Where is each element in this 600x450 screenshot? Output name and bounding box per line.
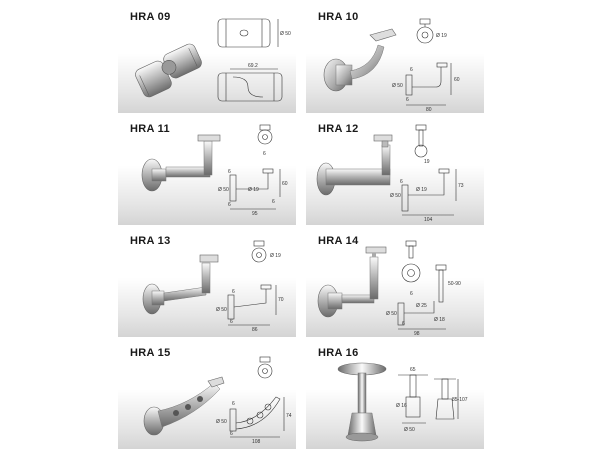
product-card-hra13: HRA 13 Ø 19 6 Ø 50 70 6 86: [118, 229, 296, 337]
technical-drawing-top: [217, 18, 279, 48]
product-code: HRA 12: [318, 123, 359, 135]
product-photo: [323, 28, 397, 92]
product-code: HRA 14: [318, 235, 359, 247]
product-photo: [141, 134, 221, 192]
product-photo: [143, 376, 225, 436]
dim-label: 86: [252, 327, 258, 333]
dim-label: 6: [410, 291, 413, 297]
dim-label: Ø 19: [270, 253, 281, 259]
technical-drawing-front: [398, 374, 428, 424]
product-illustration: 19 Ø 50 Ø 19 73 6 104: [316, 124, 464, 223]
dim-label: 85-107: [452, 397, 468, 403]
technical-drawing-side: [229, 396, 285, 438]
dim-label: Ø 18: [434, 317, 445, 323]
dim-label: Ø 50: [280, 31, 291, 37]
technical-drawing-side: [401, 168, 457, 216]
technical-drawing-side: [405, 62, 452, 106]
dim-label: 74: [286, 413, 292, 419]
dim-label: 6: [410, 67, 413, 73]
dim-label: 65: [410, 367, 416, 373]
technical-drawing-top: [257, 356, 273, 379]
product-code: HRA 11: [130, 123, 170, 135]
dim-label: 108: [252, 439, 261, 445]
technical-drawing-side: [434, 378, 459, 420]
product-illustration: Ø 19 Ø 50 6 6 60 80: [323, 18, 460, 113]
dim-label: 6: [400, 179, 403, 185]
product-illustration: Ø 50 69.2: [135, 18, 291, 102]
product-card-hra14: HRA 14 6 Ø 50 Ø 25 50-90 Ø 18 6: [306, 229, 484, 337]
product-illustration: 6 6 Ø 50 6 Ø 19 60 6 95: [141, 124, 288, 217]
dim-label: Ø 19: [416, 187, 427, 193]
dim-label: Ø 50: [404, 427, 415, 433]
product-photo: [316, 134, 393, 196]
technical-drawing-top: [414, 124, 428, 158]
product-card-hra09: HRA 09 Ø 50 69.2: [118, 5, 296, 113]
dim-label: 6: [230, 319, 233, 325]
dim-label: Ø 25: [416, 303, 427, 309]
technical-drawing-side: [227, 284, 277, 326]
dim-label: 69.2: [248, 63, 258, 69]
dim-label: 60: [454, 77, 460, 83]
product-card-hra12: HRA 12 19 Ø 50 Ø 19 73 6 104: [306, 117, 484, 225]
dim-label: 6: [402, 321, 405, 327]
product-photo: [142, 254, 219, 315]
product-illustration: 6 Ø 50 74 6 108: [143, 356, 292, 445]
product-illustration: 6 Ø 50 Ø 25 50-90 Ø 18 6 98: [317, 240, 461, 337]
product-code: HRA 15: [130, 347, 171, 359]
technical-drawing-top: [257, 124, 273, 145]
technical-drawing-top: [416, 18, 434, 44]
dim-label: Ø 50: [392, 83, 403, 89]
dim-label: 98: [414, 331, 420, 337]
dim-label: 80: [426, 107, 432, 113]
product-photo: [317, 246, 387, 318]
product-illustration: 65 Ø 16 85-107 Ø 50: [337, 362, 468, 442]
dim-label: 19: [424, 159, 430, 165]
product-code: HRA 16: [318, 347, 359, 359]
product-code: HRA 09: [130, 11, 171, 23]
dim-label: 73: [458, 183, 464, 189]
dim-label: Ø 19: [248, 187, 259, 193]
technical-drawing-side: [397, 301, 446, 330]
dim-label: 95: [252, 211, 258, 217]
technical-drawing-top: [251, 240, 267, 263]
dim-label: 6: [228, 169, 231, 175]
technical-drawing-bottom: [217, 68, 283, 102]
technical-drawing-top: [401, 240, 447, 303]
dim-label: 6: [263, 151, 266, 157]
dim-label: Ø 19: [436, 33, 447, 39]
product-card-hra11: HRA 11 6 6 Ø 50 6 Ø 19 60 6 95: [118, 117, 296, 225]
dim-label: Ø 50: [216, 419, 227, 425]
dim-label: 60: [282, 181, 288, 187]
dim-label: 6: [406, 97, 409, 103]
dim-label: 104: [424, 217, 433, 223]
product-card-hra10: HRA 10 Ø 19 Ø 50 6 6 60 80: [306, 5, 484, 113]
product-code: HRA 13: [130, 235, 171, 247]
dim-label: 6: [232, 289, 235, 295]
product-photo: [337, 362, 387, 442]
product-card-hra15: HRA 15 6 Ø 50 74 6 108: [118, 341, 296, 449]
dim-label: 50-90: [448, 281, 461, 287]
product-code: HRA 10: [318, 11, 359, 23]
dim-label: Ø 16: [396, 403, 407, 409]
technical-drawing-side: [229, 168, 281, 210]
dim-label: 70: [278, 297, 284, 303]
product-photo: [135, 43, 202, 98]
dim-label: 6: [228, 202, 231, 208]
dim-label: 6: [232, 401, 235, 407]
dim-label: 6: [272, 199, 275, 205]
product-illustration: Ø 19 6 Ø 50 70 6 86: [142, 240, 284, 333]
dim-label: Ø 50: [390, 193, 401, 199]
dim-label: 6: [230, 431, 233, 437]
product-card-hra16: HRA 16 65 Ø 16 85-107 Ø 50: [306, 341, 484, 449]
dim-label: Ø 50: [216, 307, 227, 313]
dim-label: Ø 50: [386, 311, 397, 317]
dim-label: Ø 50: [218, 187, 229, 193]
